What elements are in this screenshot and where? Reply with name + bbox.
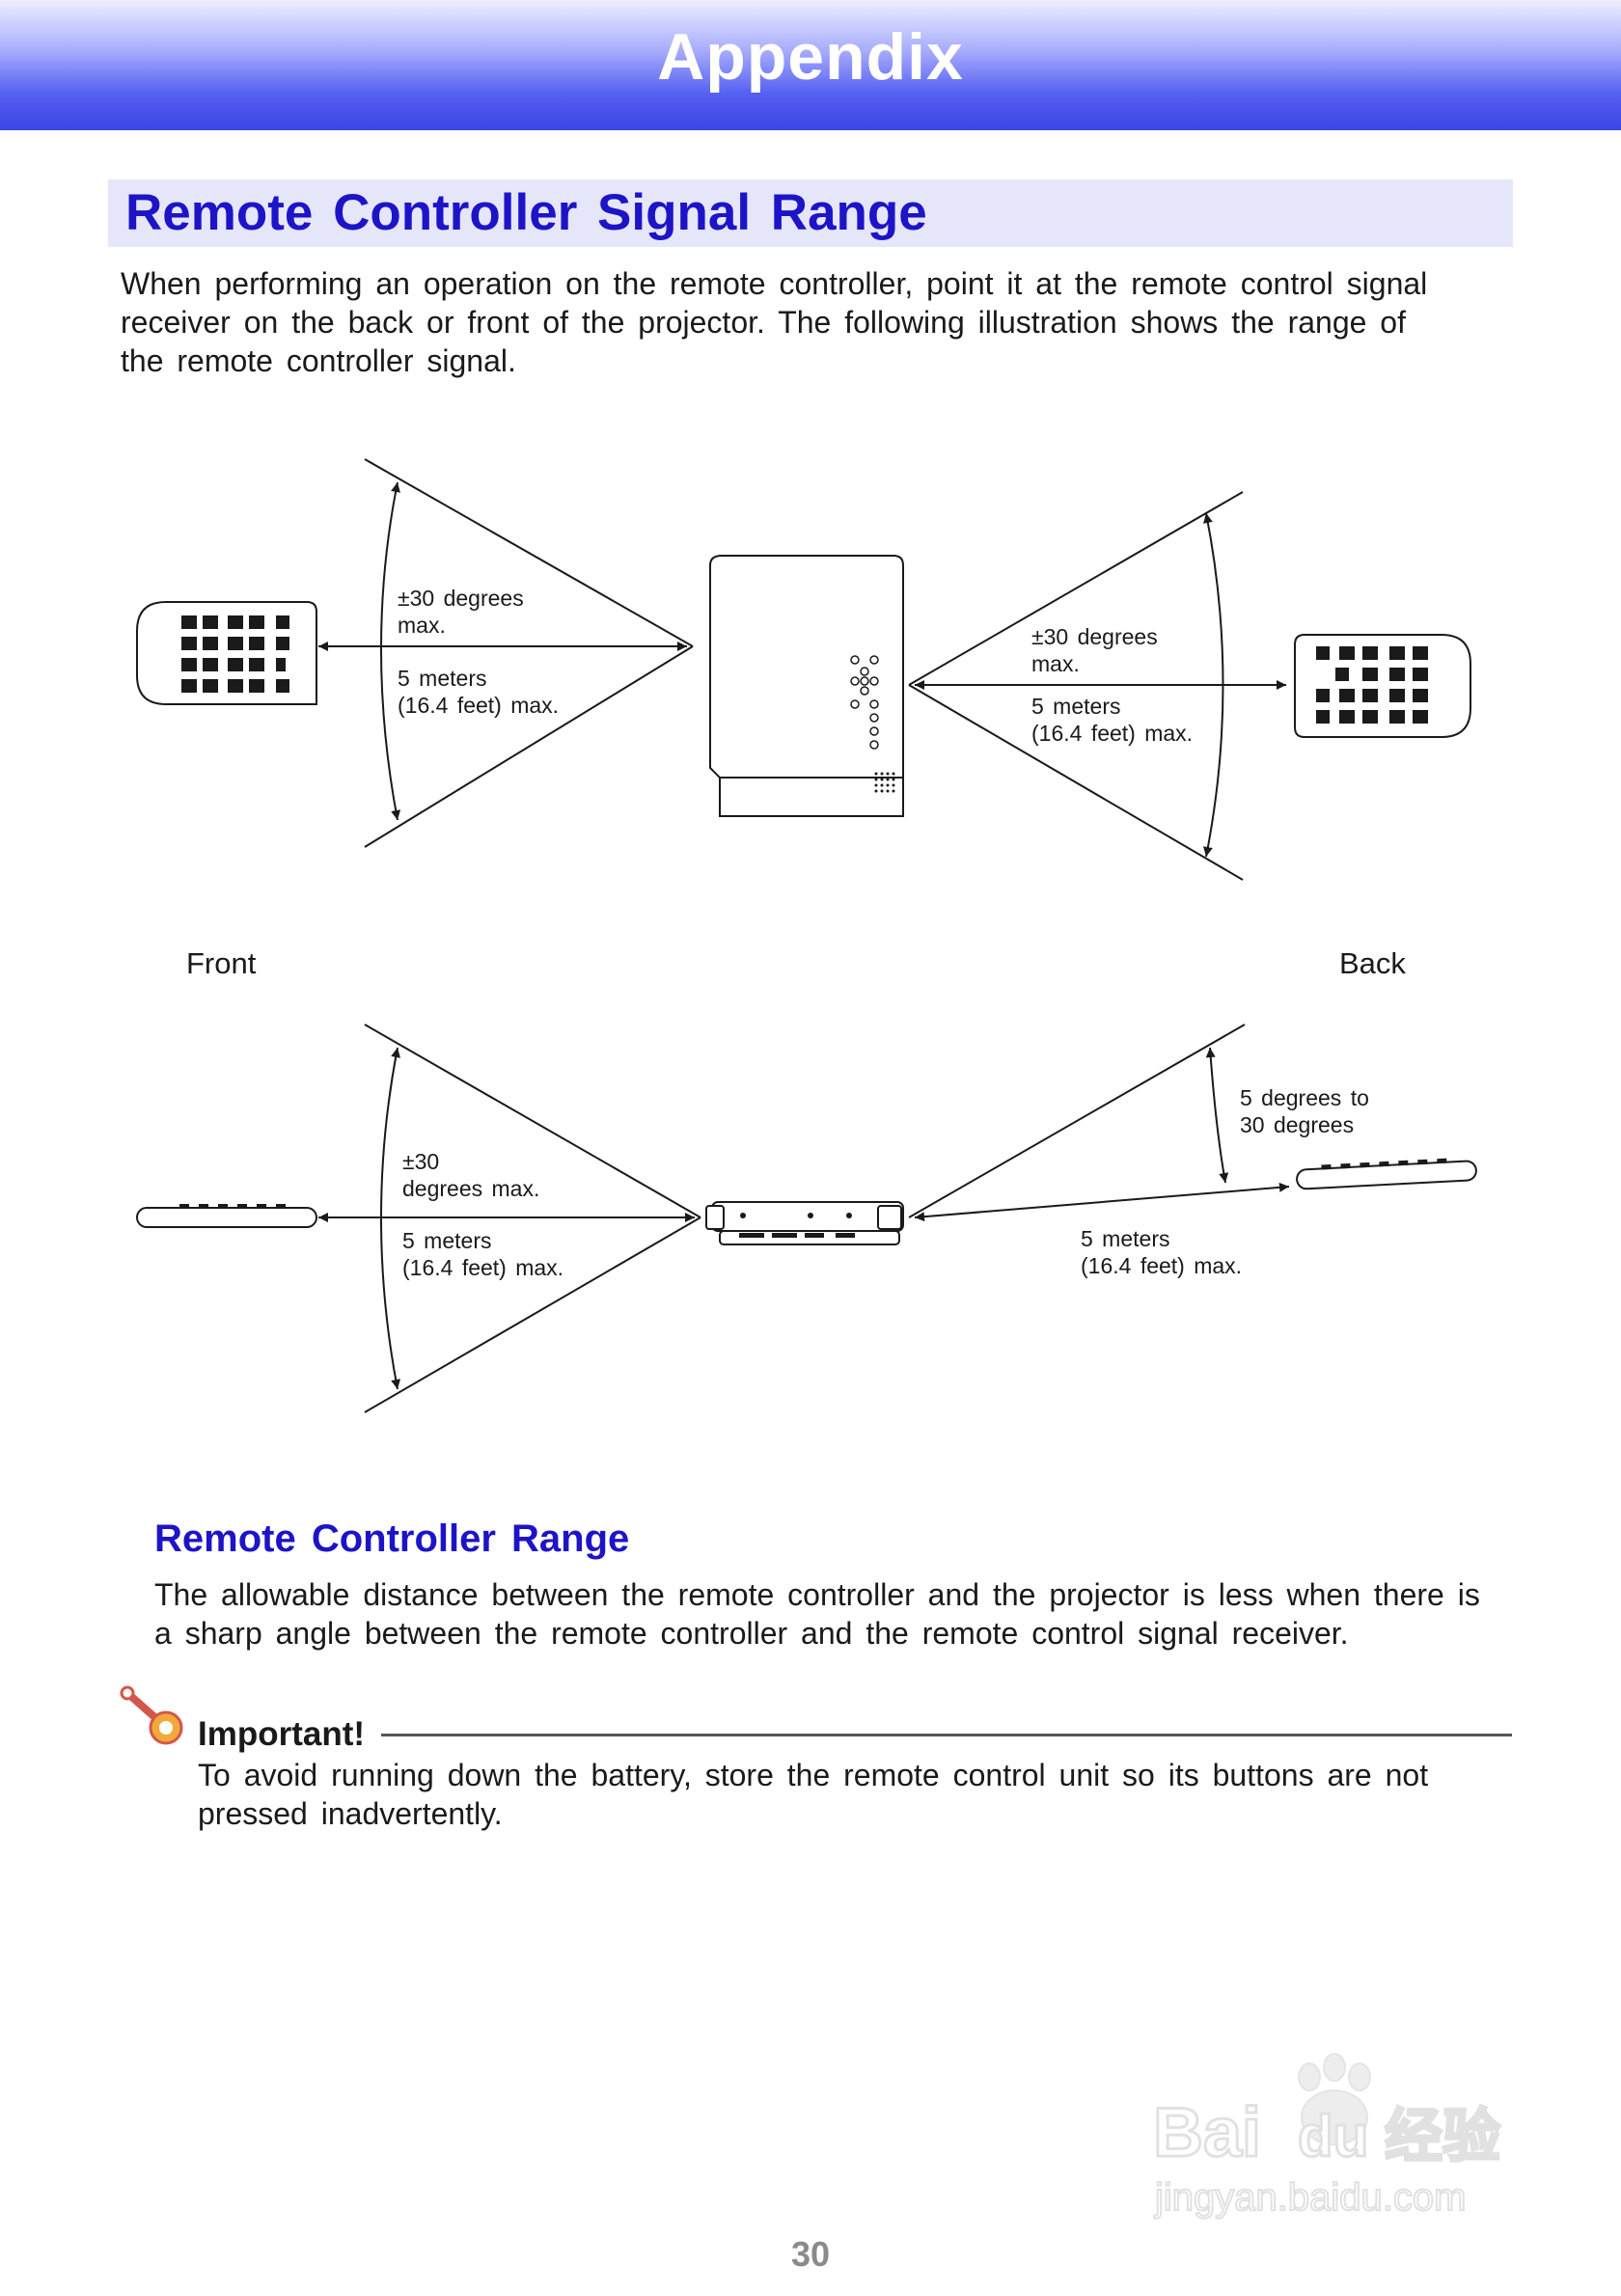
top-right-angle-label-1: ±30 degrees: [1031, 624, 1158, 649]
baidu-watermark: Bai du 经验 jingyan.baidu.com: [1152, 2053, 1502, 2220]
remote-controller-top-right: [1294, 634, 1471, 738]
top-left-angle-label-1: ±30 degrees: [398, 586, 524, 611]
watermark-du: du: [1298, 2104, 1368, 2169]
top-right-signal-cone: [908, 491, 1286, 881]
top-left-distance-label-2: (16.4 feet) max.: [398, 693, 559, 718]
subsection-title: Remote Controller Range: [154, 1517, 630, 1560]
bottom-left-angle-label-1: ±30: [402, 1149, 439, 1174]
bottom-left-distance-label-1: 5 meters: [402, 1228, 491, 1253]
paw-icon: [1298, 2053, 1371, 2146]
top-left-signal-cone: [318, 458, 694, 848]
header-banner: [0, 0, 1621, 130]
important-divider: [381, 1734, 1512, 1736]
intro-paragraph: When performing an operation on the remo…: [121, 266, 1428, 378]
section-title-bar: [108, 179, 1513, 247]
top-right-distance-label-1: 5 meters: [1031, 694, 1120, 719]
remote-side-view-left: [136, 1204, 317, 1228]
remote-controller-top-left: [136, 601, 317, 705]
projector-front-view: [709, 555, 904, 817]
bottom-right-signal-cone: [908, 1024, 1290, 1222]
bottom-right-distance-label-2: (16.4 feet) max.: [1081, 1253, 1242, 1278]
speaker-grille: [874, 772, 895, 793]
page-title: Appendix: [657, 20, 964, 94]
section-title: Remote Controller Signal Range: [125, 184, 927, 241]
bottom-left-distance-label-2: (16.4 feet) max.: [402, 1255, 563, 1280]
projector-side-view: [705, 1201, 904, 1245]
subsection-paragraph: The allowable distance between the remot…: [154, 1577, 1480, 1651]
front-label: Front: [186, 946, 257, 980]
important-heading: Important!: [198, 1715, 366, 1753]
top-left-angle-label-2: max.: [398, 613, 446, 638]
receiver-buttons: [850, 655, 879, 750]
bottom-right-angle-label-2: 30 degrees: [1240, 1112, 1354, 1137]
top-left-distance-label-1: 5 meters: [398, 666, 486, 691]
page-number: 30: [790, 2234, 831, 2274]
important-paragraph: To avoid running down the battery, store…: [198, 1758, 1429, 1831]
top-right-angle-label-2: max.: [1031, 651, 1080, 676]
important-pin-icon: [120, 1685, 183, 1745]
back-label: Back: [1339, 946, 1406, 980]
watermark-bai: Bai: [1153, 2094, 1261, 2172]
bottom-right-distance-label-1: 5 meters: [1081, 1226, 1169, 1251]
bottom-left-signal-cone: [318, 1024, 701, 1413]
watermark-url: jingyan.baidu.com: [1154, 2176, 1466, 2219]
remote-side-view-right: [1296, 1158, 1477, 1190]
bottom-right-angle-label-1: 5 degrees to: [1240, 1085, 1369, 1110]
top-right-distance-label-2: (16.4 feet) max.: [1031, 721, 1193, 746]
bottom-left-angle-label-2: degrees max.: [402, 1176, 539, 1201]
watermark-jingyan: 经验: [1385, 2103, 1500, 2171]
signal-range-diagram: ±30 degrees max. 5 meters (16.4 feet) ma…: [136, 458, 1477, 1413]
